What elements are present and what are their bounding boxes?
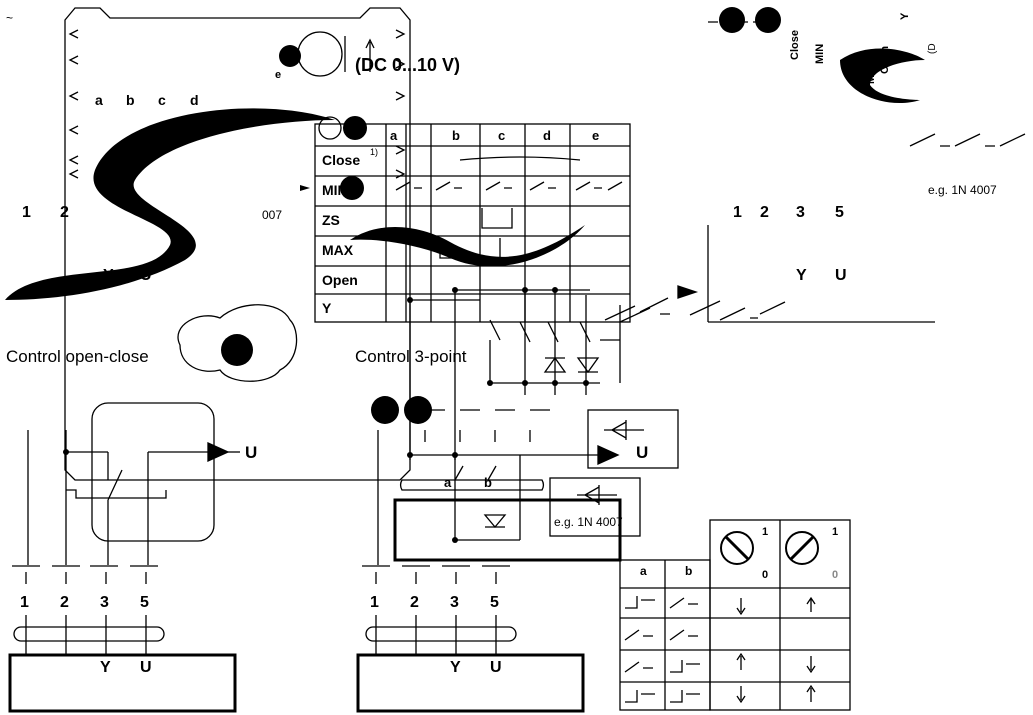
- tr-label-y: Y: [899, 12, 911, 20]
- oc-name-y: Y: [100, 659, 111, 676]
- row-max: MAX: [322, 242, 354, 258]
- row-open: Open: [322, 272, 358, 288]
- tp-name-u: U: [490, 659, 502, 676]
- rotary-table-grid: [619, 519, 851, 711]
- actuator-housing: [64, 7, 411, 481]
- main-title: (DC 0...10 V): [355, 55, 461, 75]
- diode-example-right: e.g. 1N 4007: [928, 183, 997, 197]
- table-header-d: d: [543, 128, 551, 143]
- right-terminal-1: 1: [733, 204, 742, 221]
- right-name-y: Y: [796, 267, 807, 284]
- contact-label-a: a: [444, 475, 452, 490]
- diodes-3point: [543, 356, 600, 374]
- caption-3point: Control 3-point: [355, 347, 467, 366]
- terminal-ticks: [12, 565, 510, 584]
- tr-label-max: MAX: [865, 59, 877, 84]
- output-u-openclose: U: [245, 443, 258, 462]
- tr-label-close: Close: [789, 30, 801, 60]
- table-header-a: a: [390, 128, 398, 143]
- diode-example-label: e.g. 1N 4007: [554, 515, 623, 529]
- indicator-ring: [318, 116, 342, 140]
- tr-label-d: (D: [927, 43, 938, 54]
- tp-name-y: Y: [450, 659, 461, 676]
- oc-terminal-3: 3: [100, 594, 109, 611]
- right-terminal-5: 5: [835, 204, 844, 221]
- caption-openclose: Control open-close: [6, 347, 149, 366]
- switch-table-grid: [314, 123, 631, 323]
- diode-box-2: [549, 477, 641, 537]
- rotary-scale-1: 1: [762, 526, 769, 538]
- contact-b: b: [126, 92, 135, 108]
- contact-label-b: b: [484, 475, 492, 490]
- table-wiring: [409, 289, 669, 460]
- row-min: MIN: [322, 182, 348, 198]
- contact-c: c: [158, 92, 166, 108]
- large-s-blob: [5, 108, 335, 300]
- row-y: Y: [322, 300, 332, 316]
- housing-notches: [68, 29, 406, 179]
- left-terminal-1: 1: [22, 204, 31, 221]
- oc-terminal-1: 1: [20, 594, 29, 611]
- output-u-3point: U: [636, 443, 649, 462]
- left-name-y: Y: [103, 267, 114, 284]
- right-name-u: U: [835, 267, 847, 284]
- tr-label-min: MIN: [814, 43, 826, 64]
- diode-label-partial: 007: [262, 208, 283, 222]
- right-terminal-3: 3: [796, 204, 805, 221]
- rotary-scale-0b: 0: [832, 569, 839, 581]
- tp-terminal-1: 1: [370, 594, 379, 611]
- contact-d: d: [190, 92, 199, 108]
- tp-terminal-3: 3: [450, 594, 459, 611]
- table-header-e: e: [592, 128, 600, 143]
- threepoint-circuit: [377, 409, 622, 565]
- device-box-openclose: [8, 653, 237, 713]
- left-name-u: U: [140, 267, 152, 284]
- right-contact-rail: [619, 21, 1026, 323]
- rotary-header-b: b: [685, 564, 693, 578]
- small-e-label: e: [275, 69, 282, 81]
- left-terminal-2: 2: [60, 204, 69, 221]
- tr-label-open: Open: [879, 45, 891, 74]
- rotary-header-a: a: [640, 564, 647, 578]
- diode-box-1: [587, 409, 679, 469]
- contact-a: a: [95, 92, 103, 108]
- tilde-symbol: ~: [6, 11, 14, 25]
- device-box-3point: [356, 653, 585, 713]
- row-close: Close: [322, 152, 361, 168]
- right-terminal-2: 2: [760, 204, 769, 221]
- potentiometer-circle: [297, 31, 343, 77]
- rotary-scale-0: 0: [762, 569, 769, 581]
- tp-terminal-5: 5: [490, 594, 499, 611]
- table-header-c: c: [498, 128, 506, 143]
- tp-terminal-2: 2: [410, 594, 419, 611]
- oc-terminal-5: 5: [140, 594, 149, 611]
- cables: [13, 615, 517, 655]
- openclose-circuit: [27, 402, 240, 565]
- black-blobs: [5, 7, 925, 543]
- row-zs: ZS: [322, 212, 340, 228]
- table-header-b: b: [452, 128, 460, 143]
- oc-terminal-2: 2: [60, 594, 69, 611]
- rotary-scale-1b: 1: [832, 526, 839, 538]
- footnote-mark: 1): [370, 147, 379, 157]
- oc-name-u: U: [140, 659, 152, 676]
